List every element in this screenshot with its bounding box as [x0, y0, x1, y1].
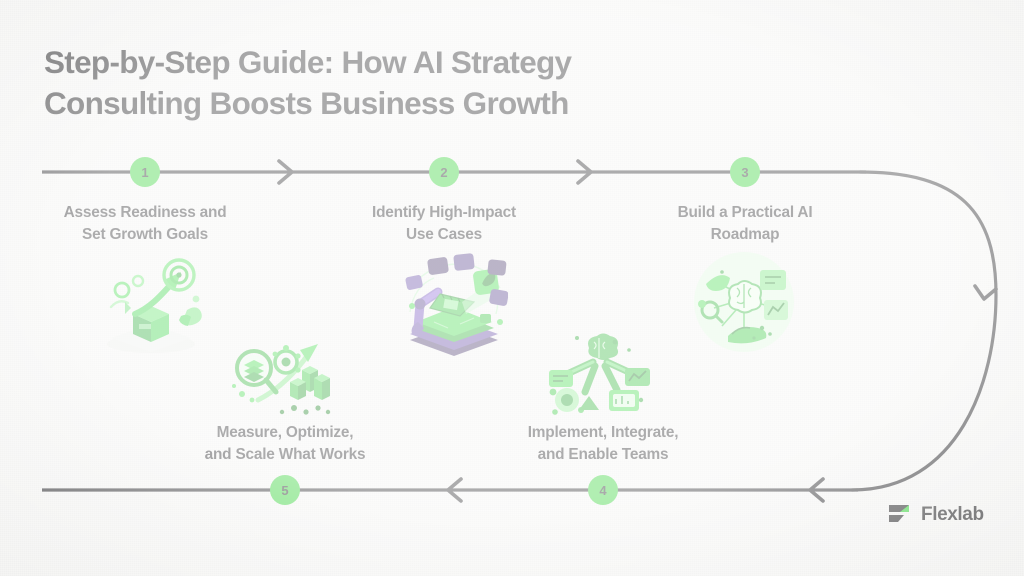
illustration-step-3 — [692, 250, 796, 354]
illustration-step-2 — [404, 252, 508, 360]
step-node-4[interactable]: 4 — [588, 475, 618, 505]
flow-curve-right — [850, 170, 998, 492]
illustration-step-4 — [545, 330, 653, 422]
magnifier-growth-chart-icon — [232, 344, 331, 415]
arrowhead-curve — [973, 284, 998, 301]
step-node-2[interactable]: 2 — [429, 157, 459, 187]
illustration-step-5 — [228, 334, 340, 420]
step-caption-4: Implement, Integrate, and Enable Teams — [527, 424, 679, 463]
step-node-3[interactable]: 3 — [730, 157, 760, 187]
step-caption-2: Identify High-Impact Use Cases — [372, 204, 516, 243]
flexlab-mark-icon — [889, 505, 909, 522]
step-caption-3: Build a Practical AI Roadmap — [677, 204, 813, 243]
robotic-arm-chip-icon — [405, 253, 508, 356]
brand-logo-text: Flexlab — [921, 504, 984, 525]
step-node-1[interactable]: 1 — [130, 157, 160, 187]
target-arrow-cube-icon — [107, 258, 202, 353]
brand-logo: Flexlab — [886, 502, 984, 528]
brain-network-circle-icon — [694, 252, 794, 352]
integration-network-icon — [549, 333, 650, 415]
step-caption-1: Assess Readiness and Set Growth Goals — [63, 204, 227, 243]
illustration-step-1 — [95, 252, 207, 356]
step-node-5[interactable]: 5 — [270, 475, 300, 505]
page-title: Step-by-Step Guide: How AI Strategy Cons… — [44, 44, 572, 121]
step-caption-5: Measure, Optimize, and Scale What Works — [204, 424, 366, 463]
